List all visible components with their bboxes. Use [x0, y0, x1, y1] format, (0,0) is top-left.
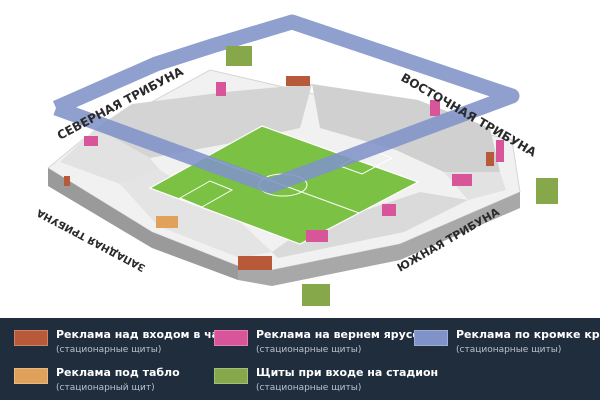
- ad-upper-tier-6: [382, 204, 396, 216]
- ad-gate-north: [226, 46, 252, 66]
- ad-upper-tier-3: [430, 100, 440, 116]
- legend-subtitle: (стационарные щиты): [456, 345, 562, 355]
- legend-subtitle: (стационарные щиты): [256, 345, 362, 355]
- legend-title: Реклама по кромке крыши: [456, 328, 600, 341]
- legend-title: Реклама на вернем ярусе: [256, 328, 420, 341]
- ad-upper-tier-2: [216, 82, 226, 96]
- ad-entrance-south: [238, 256, 272, 270]
- legend-swatch-gate: [214, 368, 248, 384]
- legend-subtitle: (стационарные щиты): [256, 383, 362, 393]
- legend-swatch-scoreboard: [14, 368, 48, 384]
- legend-title: Щиты при входе на стадион: [256, 366, 439, 379]
- ad-entrance-east: [486, 152, 494, 166]
- legend-subtitle: (стационарные щиты): [56, 345, 162, 355]
- stadium-facade-west: [48, 168, 238, 280]
- stadium-facade-south: [238, 192, 520, 286]
- ad-gate-south: [302, 284, 330, 306]
- ad-upper-tier-4: [496, 140, 504, 162]
- stand-west: [120, 170, 272, 258]
- ad-scoreboard: [156, 216, 178, 228]
- stadium-diagram: СЕВЕРНАЯ ТРИБУНА ВОСТОЧНАЯ ТРИБУНА ЮЖНАЯ…: [35, 14, 558, 306]
- ad-roof-edge: [52, 14, 520, 194]
- legend-subtitle: (стационарный щит): [56, 383, 155, 393]
- legend-title: Реклама под табло: [56, 366, 180, 379]
- legend-swatch-entrance: [14, 330, 48, 346]
- legend-title: Реклама над входом в чашу: [56, 328, 238, 341]
- ad-upper-tier-1: [84, 136, 98, 146]
- ad-entrance-west: [64, 176, 70, 186]
- legend-swatch-upper-tier: [214, 330, 248, 346]
- ad-upper-tier-7: [306, 230, 328, 242]
- legend-swatch-roof-edge: [414, 330, 448, 346]
- ad-gate-east: [536, 178, 558, 204]
- ad-entrance-north: [286, 76, 310, 86]
- ad-upper-tier-5: [452, 174, 472, 186]
- legend-panel: Реклама над входом в чашу (стационарные …: [0, 318, 600, 400]
